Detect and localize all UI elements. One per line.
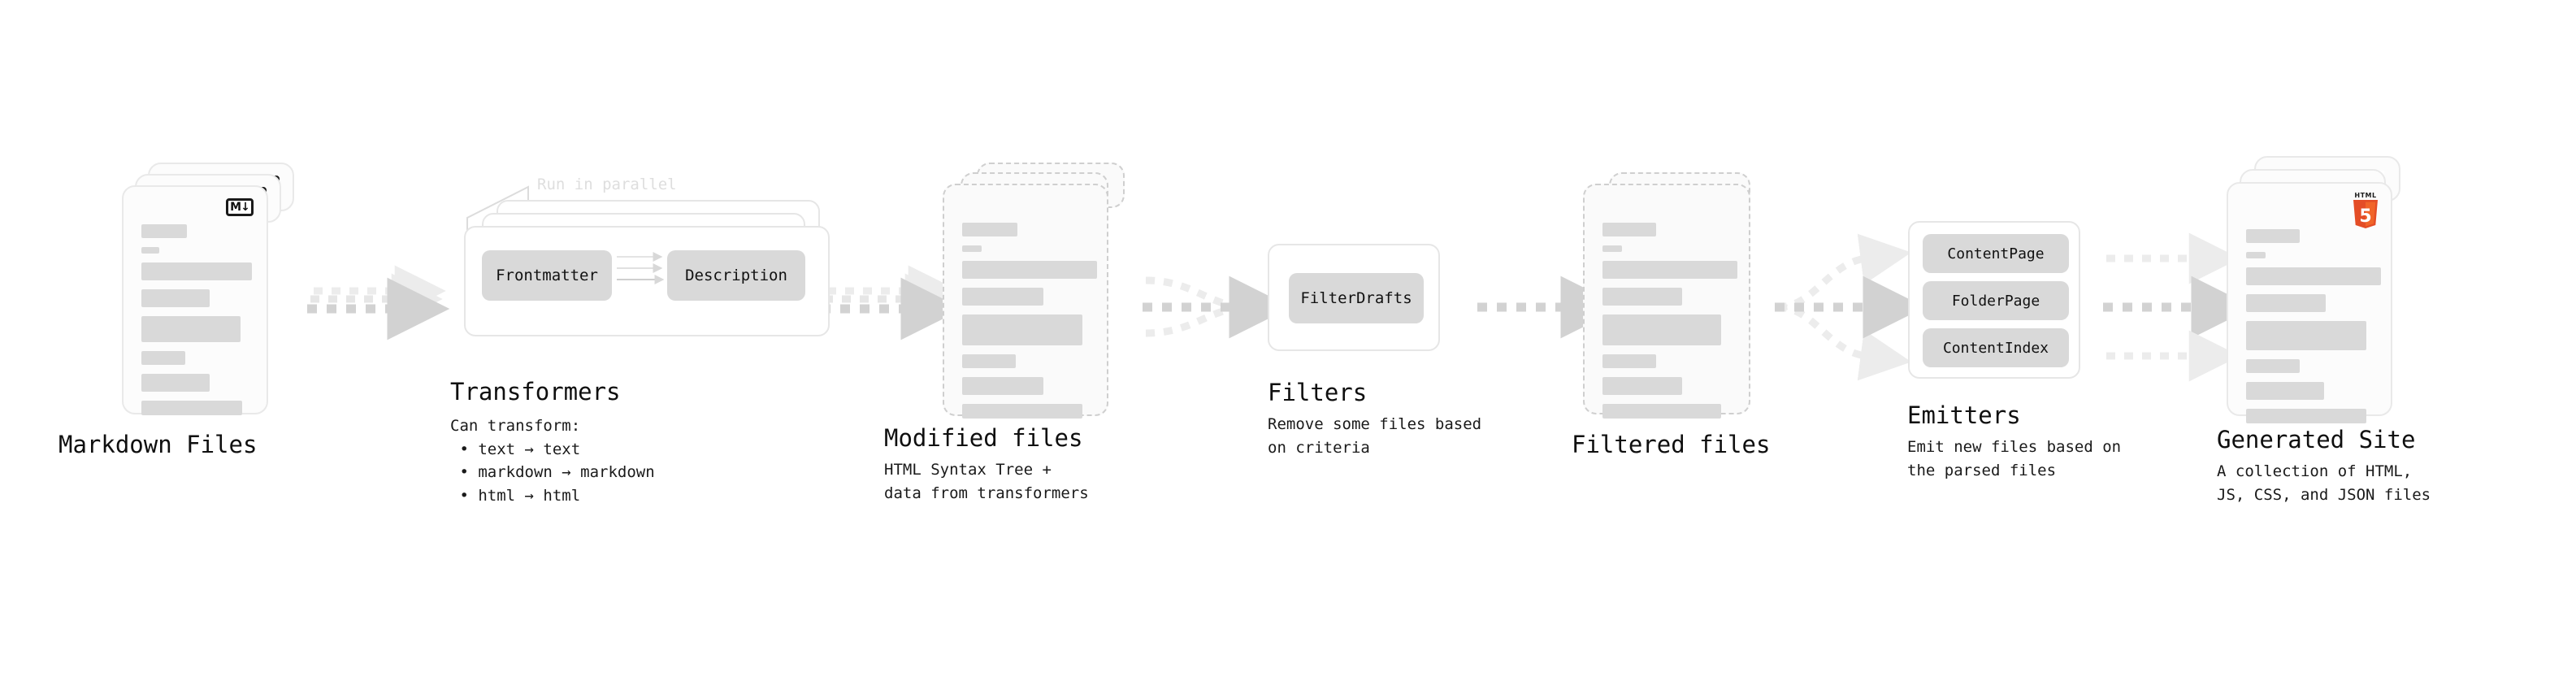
emitters-chip-folderpage-label: FolderPage [1951,292,2040,310]
connector-emitters-to-site [2103,232,2254,382]
html5-digit: 5 [2359,206,2371,227]
filtered-card-front [1583,184,1750,419]
emitters-chip-contentpage[interactable]: ContentPage [1923,234,2069,273]
stage-modified-files: Modified files HTML Syntax Tree + data f… [884,163,1130,502]
stage-subtitle-modified-files: HTML Syntax Tree + data from transformer… [884,461,1089,502]
html5-icon: HTML 5 [2352,192,2379,228]
emitters-chip-contentindex[interactable]: ContentIndex [1923,328,2069,367]
connector-filtered-to-emitters [1775,233,1926,381]
stage-title-generated-site: Generated Site [2217,426,2416,453]
stage-title-transformers: Transformers [450,378,621,406]
stage-title-filtered-files: Filtered files [1572,431,1771,458]
transformer-box-front[interactable]: Frontmatter Description [464,226,830,336]
markdown-icon: M↓ [226,198,254,216]
transformer-chip-description-label: Description [685,267,787,284]
stage-title-modified-files: Modified files [884,424,1083,452]
emitters-chip-folderpage[interactable]: FolderPage [1923,281,2069,320]
run-in-parallel-label: Run in parallel [537,176,677,193]
markdown-card-skeleton [124,187,267,415]
transformer-chip-description[interactable]: Description [667,250,805,301]
connector-md-to-transformers [307,265,450,340]
stage-generated-site: CSS JS HTML 5 [2217,156,2431,504]
filters-chip-filterdrafts[interactable]: FilterDrafts [1289,273,1424,323]
modified-card-stack [943,163,1130,419]
generated-card-stack: CSS JS HTML 5 [2227,156,2413,423]
stage-title-markdown-files: Markdown Files [59,431,258,458]
connector-modified-to-filters [1143,275,1292,339]
modified-card-skeleton [944,185,1107,419]
stage-title-filters: Filters [1268,379,1368,406]
stage-subtitle-generated-site: A collection of HTML, JS, CSS, and JSON … [2217,462,2431,504]
filtered-card-skeleton [1585,185,1749,419]
filters-box[interactable]: FilterDrafts [1268,244,1440,351]
transformer-chip-frontmatter-label: Frontmatter [496,267,598,284]
transformer-chip-frontmatter[interactable]: Frontmatter [482,250,612,301]
html5-icon-label: HTML [2354,192,2377,199]
connector-transformers-to-modified [821,265,964,340]
stage-title-emitters: Emitters [1907,401,2021,429]
markdown-card-front: M↓ [122,185,268,415]
stage-subtitle-transformers: Can transform: • text → text • markdown … [450,417,655,505]
stage-subtitle-emitters: Emit new files based on the parsed files [1907,438,2122,479]
filters-chip-filterdrafts-label: FilterDrafts [1300,289,1412,307]
emitters-chip-contentindex-label: ContentIndex [1942,339,2049,357]
filtered-card-stack [1583,172,1770,419]
generated-card-skeleton [2228,184,2391,423]
generated-card-front: HTML 5 [2227,182,2392,423]
modified-card-front [943,184,1108,419]
stage-filtered-files: Filtered files [1572,172,1770,458]
stage-markdown-files: M↓ M↓ M↓ [59,163,301,458]
emitters-box[interactable]: ContentPage FolderPage ContentIndex [1908,221,2080,379]
stage-subtitle-filters: Remove some files based on criteria [1268,415,1482,457]
emitters-chip-contentpage-label: ContentPage [1947,245,2045,262]
markdown-card-stack: M↓ M↓ M↓ [122,163,301,415]
html5-shield: 5 [2353,200,2378,228]
